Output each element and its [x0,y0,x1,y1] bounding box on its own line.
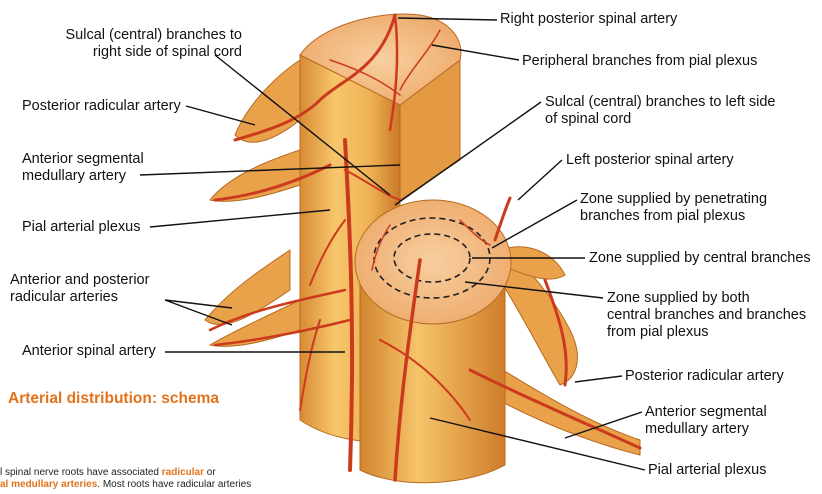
label-ant-post-radicular: Anterior and posterior radicular arterie… [10,272,149,306]
label-zone-central: Zone supplied by central branches [589,250,811,267]
label-zone-both: Zone supplied by both central branches a… [607,290,806,341]
label-sulcal-left-line2: of spinal cord [545,111,776,128]
caption-line2-post: . Most roots have radicular arteries [97,479,251,490]
caption-line1: l spinal nerve roots have associated rad… [0,467,300,479]
label-sulcal-right: Sulcal (central) branches to right side … [42,27,242,61]
label-pial-plexus-right: Pial arterial plexus [648,462,766,479]
section-title: Arterial distribution: schema [8,390,219,408]
label-posterior-radicular-right: Posterior radicular artery [625,368,784,385]
label-anterior-segmental-right-line1: Anterior segmental [645,404,767,421]
caption-line2-highlight: al medullary arteries [0,479,97,490]
label-zone-both-line1: Zone supplied by both [607,290,806,307]
label-anterior-spinal-artery: Anterior spinal artery [22,343,156,360]
label-sulcal-right-line1: Sulcal (central) branches to [42,27,242,44]
caption-line1-highlight: radicular [162,467,204,478]
label-anterior-segmental-right: Anterior segmental medullary artery [645,404,767,438]
label-sulcal-left: Sulcal (central) branches to left side o… [545,94,776,128]
caption-line1-pre: l spinal nerve roots have associated [0,467,162,478]
label-sulcal-right-line2: right side of spinal cord [42,44,242,61]
caption: l spinal nerve roots have associated rad… [0,467,300,491]
label-left-posterior-spinal-artery: Left posterior spinal artery [566,152,734,169]
label-sulcal-left-line1: Sulcal (central) branches to left side [545,94,776,111]
label-zone-both-line2: central branches and branches [607,307,806,324]
caption-line2: al medullary arteries. Most roots have r… [0,479,300,491]
label-anterior-segmental-left-line2: medullary artery [22,168,144,185]
label-ant-post-radicular-line1: Anterior and posterior [10,272,149,289]
caption-line1-post: or [204,467,216,478]
label-posterior-radicular-left: Posterior radicular artery [22,98,181,115]
label-ant-post-radicular-line2: radicular arteries [10,289,149,306]
label-anterior-segmental-right-line2: medullary artery [645,421,767,438]
label-zone-penetrating: Zone supplied by penetrating branches fr… [580,191,767,225]
label-zone-penetrating-line2: branches from pial plexus [580,208,767,225]
label-zone-penetrating-line1: Zone supplied by penetrating [580,191,767,208]
label-zone-both-line3: from pial plexus [607,324,806,341]
label-right-posterior-spinal-artery: Right posterior spinal artery [500,11,677,28]
label-peripheral-branches: Peripheral branches from pial plexus [522,53,757,70]
label-pial-plexus-left: Pial arterial plexus [22,219,140,236]
label-anterior-segmental-left-line1: Anterior segmental [22,151,144,168]
label-anterior-segmental-left: Anterior segmental medullary artery [22,151,144,185]
